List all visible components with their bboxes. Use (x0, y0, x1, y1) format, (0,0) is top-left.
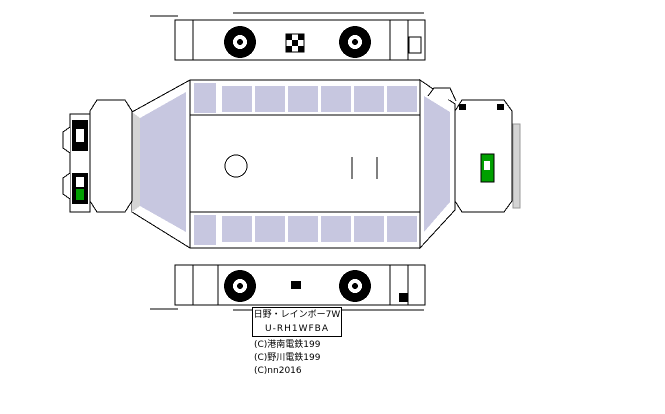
side-window (288, 216, 318, 242)
windshield-glass (140, 92, 186, 232)
top-side-panel (150, 12, 426, 61)
rear-wheel (339, 26, 371, 58)
glue-tab (62, 172, 71, 200)
side-window (321, 216, 351, 242)
rear-license-plate (480, 153, 495, 183)
credits-block: (C)港南電鉄199 (C)野川電鉄199 (C)nn2016 (254, 339, 321, 378)
fuel-filler-cap (291, 281, 301, 289)
credit-line: (C)港南電鉄199 (254, 340, 321, 350)
glue-tab (427, 87, 457, 102)
door-window (194, 215, 216, 245)
model-name: 日野・レインボー7W (253, 310, 341, 320)
rear-light-mark (399, 293, 408, 302)
rear-assembly (419, 79, 521, 250)
rear-window-glass (424, 96, 450, 232)
side-window (255, 216, 285, 242)
roof-panel (189, 114, 421, 213)
side-window (321, 86, 351, 112)
front-assembly (62, 79, 191, 249)
side-window (387, 86, 417, 112)
checker-grille (285, 33, 305, 53)
headlight (76, 129, 84, 142)
tail-light (497, 104, 504, 110)
headlight (76, 177, 84, 187)
front-license-plate (76, 189, 84, 200)
side-window (354, 216, 384, 242)
side-window (222, 216, 252, 242)
side-window (222, 86, 252, 112)
side-window (255, 86, 285, 112)
side-window (288, 86, 318, 112)
side-window (387, 216, 417, 242)
credit-line: (C)nn2016 (254, 366, 302, 376)
upper-window-strip (189, 79, 421, 116)
roof-vent (224, 154, 248, 178)
glue-tab (62, 126, 71, 154)
pillar-shade (132, 112, 140, 212)
model-label-box: 日野・レインボー7W U-RH1WFBA (252, 307, 342, 337)
front-wheel (224, 26, 256, 58)
tail-light (459, 104, 466, 110)
front-face-panel (89, 99, 133, 213)
lower-window-strip (189, 211, 421, 249)
front-wheel (224, 270, 256, 302)
credit-line: (C)野川電鉄199 (254, 353, 321, 363)
bottom-side-panel (150, 264, 426, 311)
rear-wheel (339, 270, 371, 302)
glue-tab-shaded (512, 123, 521, 209)
roof-surface (189, 114, 421, 213)
rear-marker-panel (408, 36, 422, 54)
door-window (194, 83, 216, 113)
side-window (354, 86, 384, 112)
model-code: U-RH1WFBA (265, 324, 329, 334)
